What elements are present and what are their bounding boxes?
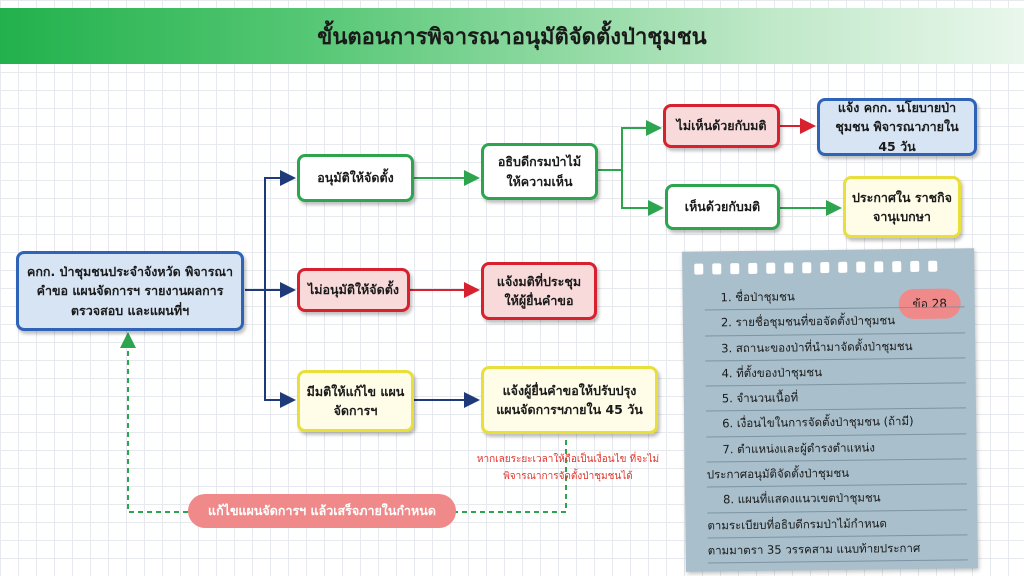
committee-box: คกก. ป่าชุมชนประจำจังหวัด พิจารณาคำขอ แผ… — [16, 251, 244, 331]
deadline-warning: หากเลยระยะเวลาให้ถือเป็นเงื่อนไข ที่จะไม… — [476, 454, 660, 482]
approve-box: อนุมัติให้จัดตั้ง — [297, 154, 414, 202]
page-title: ขั้นตอนการพิจารณาอนุมัติจัดตั้งป่าชุมชน — [317, 24, 707, 50]
reject-box: ไม่อนุมัติให้จัดตั้ง — [297, 268, 410, 312]
list-item: 7. ตำแหน่งและผู้ดำรงตำแหน่ง — [706, 434, 967, 463]
arrow-dg-branch — [598, 120, 662, 171]
notify-revise-box: แจ้งผู้ยื่นคำขอให้ปรับปรุง แผนจัดการฯภาย… — [481, 366, 658, 434]
list-item: 4. ที่ตั้งของป่าชุมชน — [705, 358, 966, 387]
list-item: 8. แผนที่แสดงแนวเขตป่าชุมชน — [706, 484, 968, 514]
arrow-dg-agree — [621, 170, 664, 216]
notify-policy-box: แจ้ง คกก. นโยบายป่าชุมชน พิจารณาภายใน 45… — [817, 98, 977, 156]
agree-box: เห็นด้วยกับมติ — [665, 184, 780, 230]
arrow-committee-branch — [245, 170, 296, 291]
gazette-box: ประกาศใน ราชกิจจานุเบกษา — [843, 176, 961, 238]
dg-opinion-box: อธิบดีกรมป่าไม้ ให้ความเห็น — [481, 143, 598, 200]
list-item: 2. รายชื่อชุมชนที่ขอจัดตั้งป่าชุมชน — [704, 307, 966, 337]
arrow-to-revise — [264, 290, 296, 408]
list-item: ตามระเบียบที่อธิบดีกรมป่าไม้กำหนด — [707, 510, 968, 539]
list-item: ตามมาตรา 35 วรรคสาม แนบท้ายประกาศ — [707, 535, 968, 564]
requirements-list: 1. ชื่อป่าชุมชน 2. รายชื่อชุมชนที่ขอจัดต… — [704, 282, 968, 564]
requirements-note: ข้อ 28 1. ชื่อป่าชุมชน 2. รายชื่อชุมชนที… — [682, 248, 978, 572]
revision-loop-label: แก้ไขแผนจัดการฯ แล้วเสร็จภายในกำหนด — [188, 494, 456, 528]
title-banner: ขั้นตอนการพิจารณาอนุมัติจัดตั้งป่าชุมชน — [0, 8, 1024, 64]
list-item: 6. เงื่อนไขในการจัดตั้งป่าชุมชน (ถ้ามี) — [706, 408, 967, 438]
revise-box: มีมติให้แก้ไข แผนจัดการฯ — [297, 370, 414, 432]
list-item: 3. สถานะของป่าที่นำมาจัดตั้งป่าชุมชน — [705, 332, 966, 362]
note-binding-holes — [694, 260, 938, 275]
disagree-box: ไม่เห็นด้วยกับมติ — [663, 104, 780, 148]
notify-resolution-box: แจ้งมติที่ประชุม ให้ผู้ยื่นคำขอ — [481, 262, 597, 320]
list-item: 5. จำนวนเนื้อที่ — [705, 383, 966, 412]
list-item: 1. ชื่อป่าชุมชน — [704, 282, 965, 311]
list-item: ประกาศอนุมัติจัดตั้งป่าชุมชน — [706, 459, 967, 488]
